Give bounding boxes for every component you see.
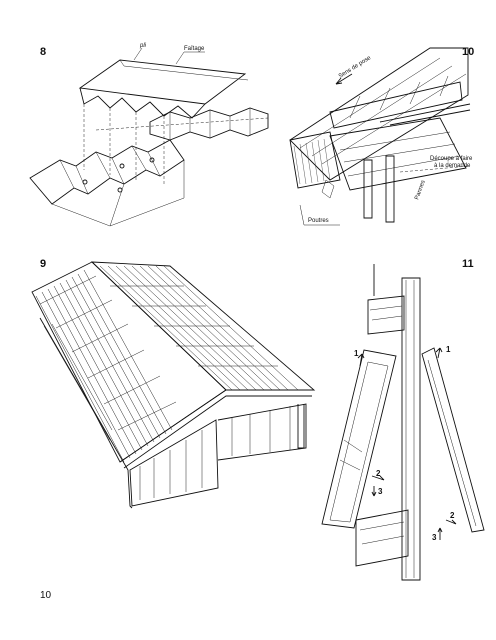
label-sens-de-pose: Sens de pose [338, 55, 373, 80]
label-step-1-left: 1 [354, 349, 359, 358]
label-pli: pli [139, 43, 147, 49]
label-pannes: Pannes [414, 180, 427, 201]
label-decoupe-2: à la demande [434, 163, 471, 169]
label-faitage: Faîtage [184, 46, 205, 52]
figure-8-number: 8 [40, 46, 47, 58]
label-step-3-right: 3 [432, 533, 437, 542]
figure-11-drawing: 1 1 2 3 2 3 [321, 264, 485, 581]
figure-11-number: 11 [462, 258, 474, 270]
page-number: 10 [40, 590, 52, 601]
label-step-3-left: 3 [378, 487, 383, 496]
label-step-2-left: 2 [376, 469, 381, 478]
figure-9-drawing [31, 261, 316, 509]
label-step-2-right: 2 [450, 511, 455, 520]
figure-9-number: 9 [40, 258, 47, 270]
label-poutres: Poutres [308, 218, 329, 224]
label-step-1-right: 1 [446, 345, 451, 354]
label-decoupe: Découpe à faire [430, 156, 473, 162]
figure-8-drawing: pli Faîtage [29, 43, 269, 227]
figure-10-drawing: Sens de pose Découpe à faire à la demand… [289, 47, 473, 226]
